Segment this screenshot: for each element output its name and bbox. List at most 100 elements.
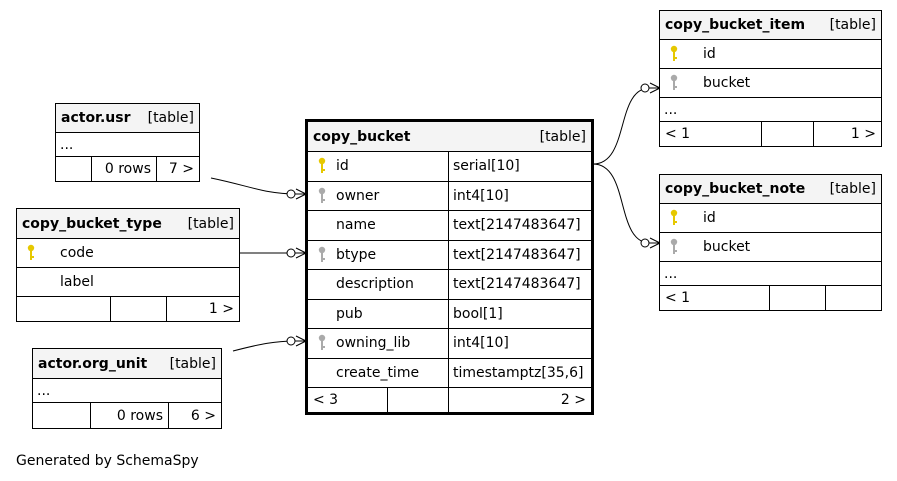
column-name: id [703, 210, 716, 226]
children-link[interactable]: 2 > [448, 388, 591, 412]
rel-note-bucket [592, 163, 651, 244]
children-link[interactable]: 6 > [168, 403, 221, 428]
table-name: copy_bucket_type [22, 215, 162, 232]
table-header: copy_bucket_note [table] [660, 175, 881, 204]
ellipsis-text: ... [664, 265, 678, 282]
primary-key-icon [308, 157, 336, 175]
column-name: description [336, 276, 414, 293]
ellipsis-text: ... [60, 136, 74, 153]
foreign-key-icon [308, 246, 336, 264]
rel-owning-lib-org-unit [232, 340, 297, 352]
column-row-description[interactable]: description text[2147483647] [308, 270, 591, 300]
column-row[interactable]: code [17, 239, 239, 268]
column-name: owning_lib [336, 335, 411, 352]
column-name: id [703, 46, 716, 62]
primary-key-icon [17, 244, 45, 262]
table-footer: 0 rows 6 > [33, 403, 221, 428]
table-copy-bucket-type[interactable]: copy_bucket_type [table] code label 1 > [16, 208, 240, 322]
table-name: copy_bucket_item [665, 17, 806, 33]
foreign-key-icon [660, 74, 688, 92]
table-kind: [table] [829, 17, 876, 33]
table-footer: 1 > [17, 297, 239, 321]
table-actor-usr[interactable]: actor.usr [table] ... 0 rows 7 > [55, 103, 200, 182]
column-name: name [336, 217, 376, 234]
foreign-key-icon [660, 238, 688, 256]
column-name: label [60, 274, 94, 290]
footer-mid [110, 297, 166, 321]
column-name: bucket [703, 239, 751, 255]
table-name: copy_bucket_note [665, 181, 806, 197]
row-count: 0 rows [91, 157, 156, 181]
footer-left [56, 157, 91, 181]
column-row-name[interactable]: name text[2147483647] [308, 211, 591, 241]
column-name: bucket [703, 75, 751, 91]
footer-right [825, 286, 881, 310]
rel-owner-actor-usr [210, 177, 297, 195]
table-header: copy_bucket_item [table] [660, 11, 881, 40]
primary-key-icon [660, 45, 688, 63]
table-copy-bucket[interactable]: copy_bucket [table] id serial[10] owner … [305, 119, 594, 415]
column-row-owning-lib[interactable]: owning_lib int4[10] [308, 329, 591, 359]
footer-mid [387, 388, 448, 412]
column-type: text[2147483647] [448, 240, 591, 269]
table-name: actor.org_unit [38, 355, 148, 372]
table-copy-bucket-note[interactable]: copy_bucket_note [table] id bucket ... <… [659, 174, 882, 311]
column-row-id[interactable]: id [660, 40, 881, 69]
children-link[interactable]: 7 > [156, 157, 199, 181]
column-name: create_time [336, 364, 420, 381]
column-row-owner[interactable]: owner int4[10] [308, 181, 591, 211]
generated-by-text: Generated by SchemaSpy [16, 453, 199, 469]
column-type: text[2147483647] [448, 211, 591, 240]
footer-left [33, 403, 90, 428]
ellipsis-row: ... [56, 133, 199, 157]
ellipsis-row: ... [33, 379, 221, 403]
column-row-bucket[interactable]: bucket [660, 69, 881, 98]
table-kind: [table] [187, 215, 234, 232]
table-footer: < 1 1 > [660, 122, 881, 146]
footer-mid [769, 286, 825, 310]
row-count: 0 rows [90, 403, 168, 428]
rel-item-bucket [592, 87, 651, 165]
foreign-key-icon [308, 187, 336, 205]
table-kind: [table] [169, 355, 216, 372]
column-type: int4[10] [448, 181, 591, 210]
parents-link[interactable]: < 1 [665, 290, 691, 306]
parents-link[interactable]: < 3 [313, 392, 339, 408]
column-row[interactable]: label [17, 268, 239, 297]
children-link[interactable]: 1 > [166, 297, 239, 321]
column-name: pub [336, 305, 363, 322]
column-row-id[interactable]: id [660, 204, 881, 233]
primary-key-icon [660, 209, 688, 227]
column-row-create-time[interactable]: create_time timestamptz[35,6] [308, 358, 591, 388]
column-row-bucket[interactable]: bucket [660, 233, 881, 262]
column-row-pub[interactable]: pub bool[1] [308, 299, 591, 329]
table-kind: [table] [147, 110, 194, 126]
table-footer: < 3 2 > [308, 388, 591, 412]
table-header: actor.usr [table] [56, 104, 199, 133]
ellipsis-text: ... [37, 382, 51, 399]
ellipsis-row: ... [660, 98, 881, 122]
table-kind: [table] [539, 128, 586, 145]
table-header: copy_bucket_type [table] [17, 209, 239, 239]
table-header: actor.org_unit [table] [33, 349, 221, 379]
column-type: bool[1] [448, 299, 591, 328]
children-link[interactable]: 1 > [813, 122, 881, 146]
table-header: copy_bucket [table] [308, 122, 591, 152]
parents-link[interactable]: < 1 [665, 126, 691, 142]
column-name: btype [336, 246, 377, 263]
column-name: id [336, 158, 349, 175]
foreign-key-icon [308, 334, 336, 352]
column-name: owner [336, 187, 380, 204]
column-row-btype[interactable]: btype text[2147483647] [308, 240, 591, 270]
table-actor-org-unit[interactable]: actor.org_unit [table] ... 0 rows 6 > [32, 348, 222, 429]
table-kind: [table] [829, 181, 876, 197]
ellipsis-text: ... [664, 101, 678, 118]
column-type: int4[10] [448, 329, 591, 358]
column-type: timestamptz[35,6] [448, 358, 591, 387]
footer-left [17, 297, 110, 321]
table-copy-bucket-item[interactable]: copy_bucket_item [table] id bucket ... <… [659, 10, 882, 147]
table-footer: < 1 [660, 286, 881, 310]
column-type: serial[10] [448, 152, 591, 181]
column-row-id[interactable]: id serial[10] [308, 152, 591, 182]
